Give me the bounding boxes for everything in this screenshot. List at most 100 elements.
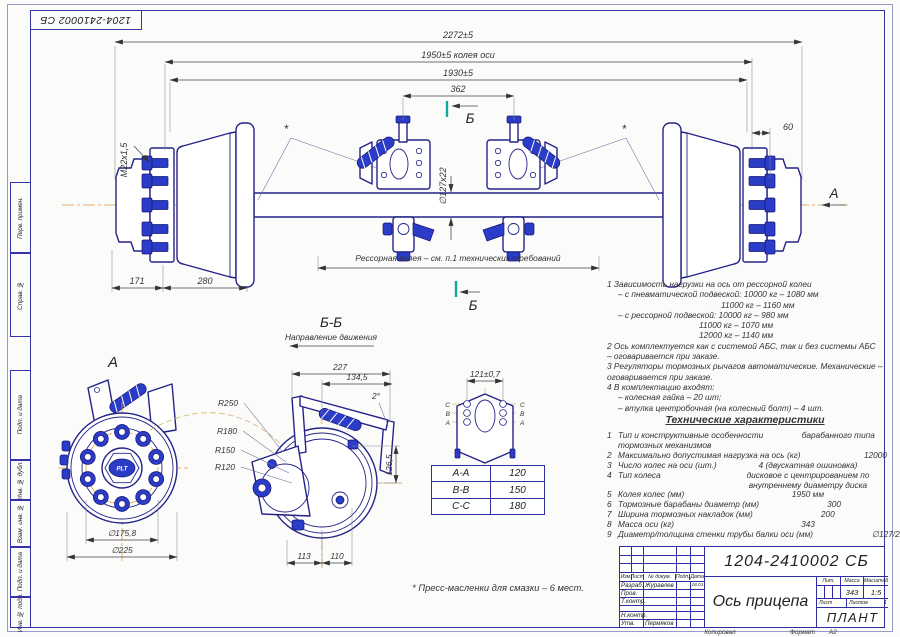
sig-role: Т.контр.	[621, 598, 646, 605]
spec-name: тормозных механизмов	[618, 439, 712, 450]
spec-name: Максимально допустимая нагрузка на ось (…	[618, 449, 801, 460]
title-block-signatures: Изм Лист № докум. Подп. Дата Разраб.Жура…	[620, 547, 705, 627]
spec-value: 343	[801, 519, 815, 530]
margin-label: Взам. инв. №	[17, 503, 24, 544]
margin-label: Инв. № подл.	[17, 592, 24, 633]
spec-name: Ширина тормозных накладок (мм)	[618, 509, 753, 520]
spec-num: 1	[607, 430, 612, 440]
spec-value: 4 (двускатная ошиновка)	[758, 459, 858, 470]
scale-label: Масштаб	[864, 578, 889, 584]
signature-row: Разраб.Журавлев 18.01	[620, 582, 704, 589]
technical-specifications: Технические характеристики 1 Тип и констр…	[607, 414, 900, 540]
spec-num: 8	[607, 519, 612, 530]
req-line: – втулка центробочная (на колесный болт)…	[618, 402, 824, 413]
signature-row: Т.контр.	[620, 597, 704, 605]
technical-requirements: 1 Зависимость нагрузки на ось от рессорн…	[607, 279, 883, 413]
section-value: 150	[509, 484, 526, 496]
margin-box-podp-data-2: Подп. и дата	[10, 547, 31, 597]
sig-name	[644, 590, 677, 597]
sheets-value: 1	[883, 600, 887, 606]
req-line: – колесная гайка – 20 шт;	[618, 392, 722, 403]
spec-row: 1 Тип и конструктивные особенности барабан…	[607, 430, 883, 441]
sig-name	[644, 598, 677, 605]
req-line: 4 В комплектацию входят:	[607, 381, 715, 392]
spec-num: 3	[607, 459, 612, 470]
margin-box-inv-podl: Инв. № подл.	[10, 593, 31, 632]
req-line: 12000 кг – 1140 мм	[699, 330, 774, 341]
spec-num: 9	[607, 529, 612, 540]
spec-value: дисковое с центрированием по	[746, 469, 870, 480]
req-line: 11000 кг – 1160 мм	[721, 299, 795, 310]
sig-role	[620, 606, 644, 611]
margin-box-sprav: Справ. №	[10, 253, 31, 337]
part-title: Ось прицепа	[705, 577, 817, 627]
format-word: Формат	[790, 629, 816, 636]
signature-row: Н.контр.	[620, 611, 704, 619]
req-line: 1 Зависимость нагрузки на ось от рессорн…	[607, 279, 812, 289]
spec-value: 12000	[863, 449, 888, 460]
format-value: А2	[829, 629, 837, 636]
specs-title: Технические характеристики	[665, 414, 825, 426]
section-name: С-С	[432, 498, 491, 515]
change-table	[620, 547, 704, 573]
lit-mass-scale-values: 343 1:5	[817, 586, 889, 599]
sig-name: Журавлев	[644, 582, 677, 589]
corner-designation-stamp: 1204-2410002 СБ	[30, 10, 142, 30]
format-label: Формат А2	[790, 629, 885, 636]
header-doc: № докум.	[644, 574, 677, 580]
spec-num: 2	[607, 449, 612, 460]
margin-label: Инв. № дубл.	[17, 460, 24, 500]
sig-role: Пров.	[620, 590, 644, 597]
spec-value: 300	[827, 499, 841, 510]
spec-num: 7	[607, 509, 612, 520]
document-number: 1204-2410002 СБ	[705, 547, 889, 577]
title-block: Изм Лист № докум. Подп. Дата Разраб.Жура…	[619, 546, 889, 628]
sig-date: 18.01	[691, 583, 704, 588]
req-line: 11000 кг – 1070 мм	[699, 320, 774, 331]
spec-row: тормозных механизмов	[607, 439, 883, 451]
sig-role: Разраб.	[621, 582, 644, 589]
spec-name: Диаметр/толщина стенки трубы балки оси (…	[618, 529, 814, 540]
req-line: – с пневматической подвеской: 10000 кг –…	[618, 289, 819, 300]
section-value: 120	[509, 468, 526, 480]
mass-value: 343	[841, 586, 864, 598]
margin-box-inv-dubl: Инв. № дубл.	[10, 460, 31, 500]
req-line: 2 Ось комплектуется как с системой АБС, …	[607, 340, 876, 351]
company-name: ПЛАНТ	[826, 610, 879, 625]
signature-row: Утв.Пермяков	[620, 619, 704, 627]
sig-role: Утв.	[620, 620, 644, 627]
section-name: В-В	[432, 482, 491, 498]
sheets-label: Листов	[849, 600, 868, 606]
sig-name: Пермяков	[644, 620, 677, 627]
sig-name	[644, 612, 677, 619]
section-value: 180	[509, 500, 526, 512]
sheet-row: Лист Листов 1	[817, 599, 889, 608]
spec-name: Масса оси (кг)	[618, 519, 675, 530]
corner-designation-text: 1204-2410002 СБ	[40, 14, 132, 26]
spec-name: Тип и конструктивные особенности	[618, 430, 764, 440]
spec-name: Тип колеса	[618, 469, 661, 480]
margin-label: Перв. примен.	[17, 196, 24, 239]
margin-box-vzam-inv: Взам. инв. №	[10, 500, 31, 547]
margin-label: Справ. №	[17, 280, 24, 310]
margin-box-perv-primen: Перв. примен.	[10, 182, 31, 253]
sheet-label: Лист	[817, 599, 847, 607]
signature-row: Пров.	[620, 589, 704, 597]
spec-value: 200	[820, 509, 835, 520]
spec-row: внутреннему диаметру диска	[607, 480, 883, 491]
spec-row: 7 Ширина тормозных накладок (мм) 200	[607, 509, 883, 520]
spec-value: 1950 мм	[791, 489, 825, 500]
spec-name: Колея колес (мм)	[618, 489, 685, 500]
sheet-outline	[7, 4, 893, 632]
copied-label: Копировал	[704, 629, 736, 636]
spec-name: Число колес на оси (шт.)	[618, 459, 717, 470]
spec-value: барабанного типа	[801, 430, 875, 440]
req-line: 3 Регуляторы тормозных рычагов автоматич…	[607, 361, 883, 372]
lit-cells	[817, 586, 841, 598]
req-line: – с рессорной подвеской: 10000 кг – 980 …	[618, 309, 789, 320]
